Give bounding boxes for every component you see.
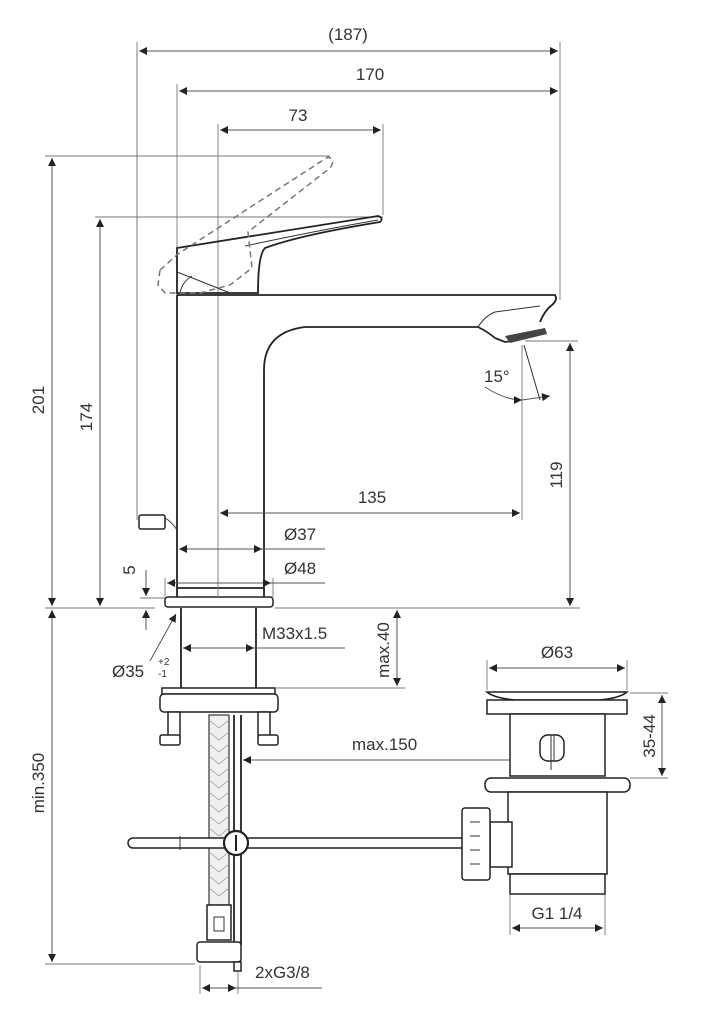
label-waste-thread: G1 1/4 [531, 904, 582, 923]
label-waste-diameter: Ø63 [541, 643, 573, 662]
label-spout-reach: 135 [358, 488, 386, 507]
label-hole-diameter: Ø35 [112, 662, 144, 681]
supply-hose [196, 714, 242, 972]
label-base-diameter: Ø48 [284, 559, 316, 578]
label-max-rod: max.150 [352, 735, 417, 754]
dim-waste-thread: G1 1/4 [509, 895, 606, 935]
dim-waste-diameter: Ø63 [486, 643, 628, 690]
label-waste-height: 35-44 [640, 714, 659, 757]
label-max-deck: max.40 [374, 622, 393, 678]
dim-lever-reach: 73 [217, 106, 384, 300]
label-body-diameter: Ø37 [284, 525, 316, 544]
dim-waste-height: 35-44 [630, 692, 668, 779]
dim-overall-height: 201 [29, 155, 330, 606]
label-hole-tol-plus: +2 [158, 657, 170, 668]
label-lever-reach: 73 [289, 106, 308, 125]
waste-assembly [461, 691, 631, 895]
dim-max-rod: max.150 [243, 735, 555, 764]
label-hole-tol-minus: -1 [158, 669, 167, 680]
label-connections: 2xG3/8 [255, 963, 310, 982]
lever-open-position [157, 156, 334, 294]
dim-spout-projection: 170 [176, 65, 558, 300]
shank [159, 608, 279, 746]
faucet-lever [176, 215, 383, 294]
label-outlet-angle: 15° [484, 367, 510, 386]
label-outlet-height: 119 [547, 461, 566, 488]
dim-body-diameter: Ø37 [179, 525, 325, 553]
dim-overall-depth: (187) [136, 25, 561, 520]
dim-lever-height: 174 [77, 216, 383, 606]
label-base-height: 5 [120, 565, 139, 574]
popup-linkage [127, 829, 469, 857]
label-thread: M33x1.5 [262, 624, 327, 643]
dim-max-deck: max.40 [275, 610, 405, 689]
dim-min-hose: min.350 [29, 610, 195, 965]
faucet-body [164, 294, 557, 608]
label-min-hose: min.350 [29, 753, 48, 813]
dim-base-diameter: Ø48 [164, 559, 325, 597]
dim-connections: 2xG3/8 [199, 963, 322, 994]
label-overall-height: 201 [29, 386, 48, 414]
label-lever-height: 174 [77, 403, 96, 431]
label-spout-projection: 170 [356, 65, 384, 84]
dim-thread: M33x1.5 [183, 624, 345, 652]
dim-outlet-angle: 15° [484, 344, 551, 404]
dim-outlet-height: 119 [525, 340, 578, 606]
dim-hole-diameter: Ø35 +2 -1 [112, 613, 177, 681]
label-overall-depth: (187) [328, 25, 368, 44]
popup-rod [136, 52, 178, 531]
dim-base-height: 5 [120, 565, 165, 630]
